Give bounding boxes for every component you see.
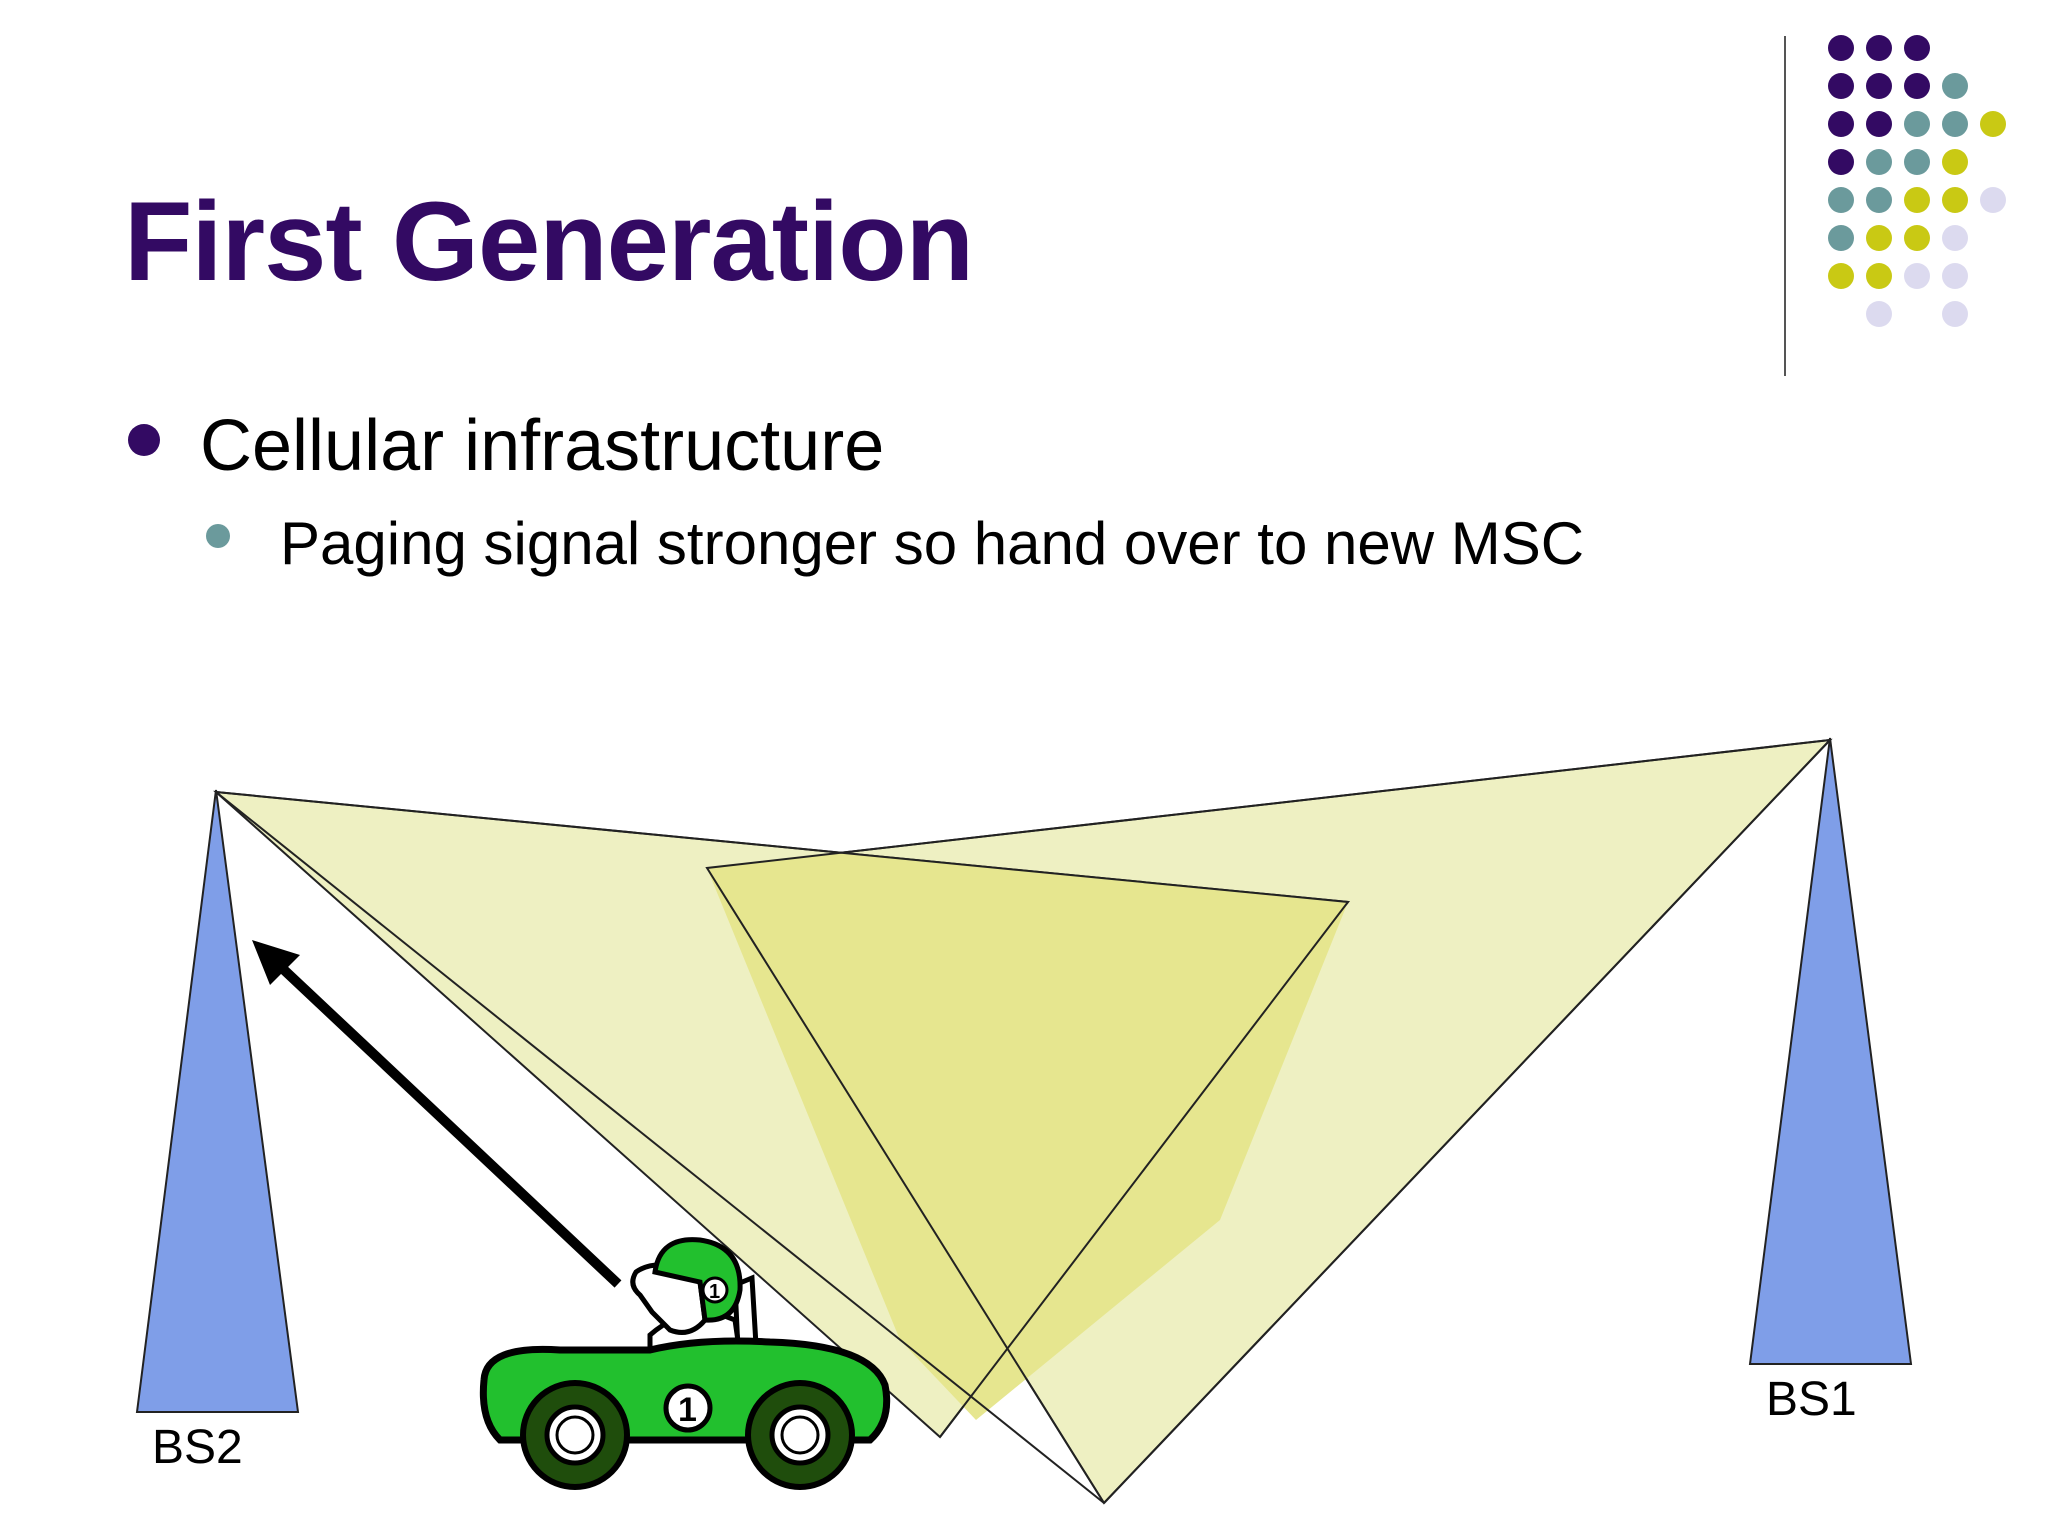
decorative-dot [1980,187,2006,213]
decorative-dot [1828,35,1854,61]
bs1-label: BS1 [1766,1373,1857,1426]
decorative-dot [1866,73,1892,99]
decorative-dot [1828,73,1854,99]
sub-bullet-dot [206,524,230,548]
decorative-dot [1866,111,1892,137]
bs1-coverage-edge [705,739,1831,1504]
decorative-dot [1942,301,1968,327]
car-illustration: 1 1 [479,1237,891,1490]
bullet-level-1: Cellular infrastructure [200,406,885,486]
coverage-overlap-area [707,852,1348,1420]
decorative-dot [1942,263,1968,289]
bs1-coverage-edge [1103,739,1831,1504]
decorative-dot [1942,149,1968,175]
bs1-tower [1748,737,1913,1365]
car-number: 1 [678,1391,697,1429]
decorative-dot [1904,73,1930,99]
decorative-dot [1942,73,1968,99]
decorative-dot [1828,149,1854,175]
decorative-dot [1866,35,1892,61]
handover-arrowhead [252,940,300,985]
decorative-dot [1828,263,1854,289]
decorative-dot [1904,149,1930,175]
decorative-dot [1828,187,1854,213]
decorative-dot [1942,111,1968,137]
decorative-dot [1828,111,1854,137]
decorative-dot [1980,111,2006,137]
bs2-coverage-edge [215,791,1350,1438]
decorative-dot [1904,111,1930,137]
decorative-dot [1904,263,1930,289]
bs2-coverage-edge [215,791,1105,1504]
decorative-dot [1904,225,1930,251]
bs2-tower [135,789,300,1413]
decorative-dot [1866,149,1892,175]
decorative-dot [1904,187,1930,213]
decorative-dot [1828,225,1854,251]
decorative-dot [1866,225,1892,251]
title-divider-line [1784,36,1786,376]
helmet-number: 1 [709,1281,720,1303]
bs2-label: BS2 [152,1421,243,1474]
decorative-dot [1942,187,1968,213]
decorative-dot [1866,263,1892,289]
decorative-dot [1866,187,1892,213]
bullet-dot [128,424,160,456]
decorative-dot [1866,301,1892,327]
decorative-dot [1942,225,1968,251]
slide-title: First Generation [124,179,974,304]
handover-arrow [278,964,622,1288]
decorative-dot [1904,35,1930,61]
bullet-level-2: Paging signal stronger so hand over to n… [280,510,1585,577]
